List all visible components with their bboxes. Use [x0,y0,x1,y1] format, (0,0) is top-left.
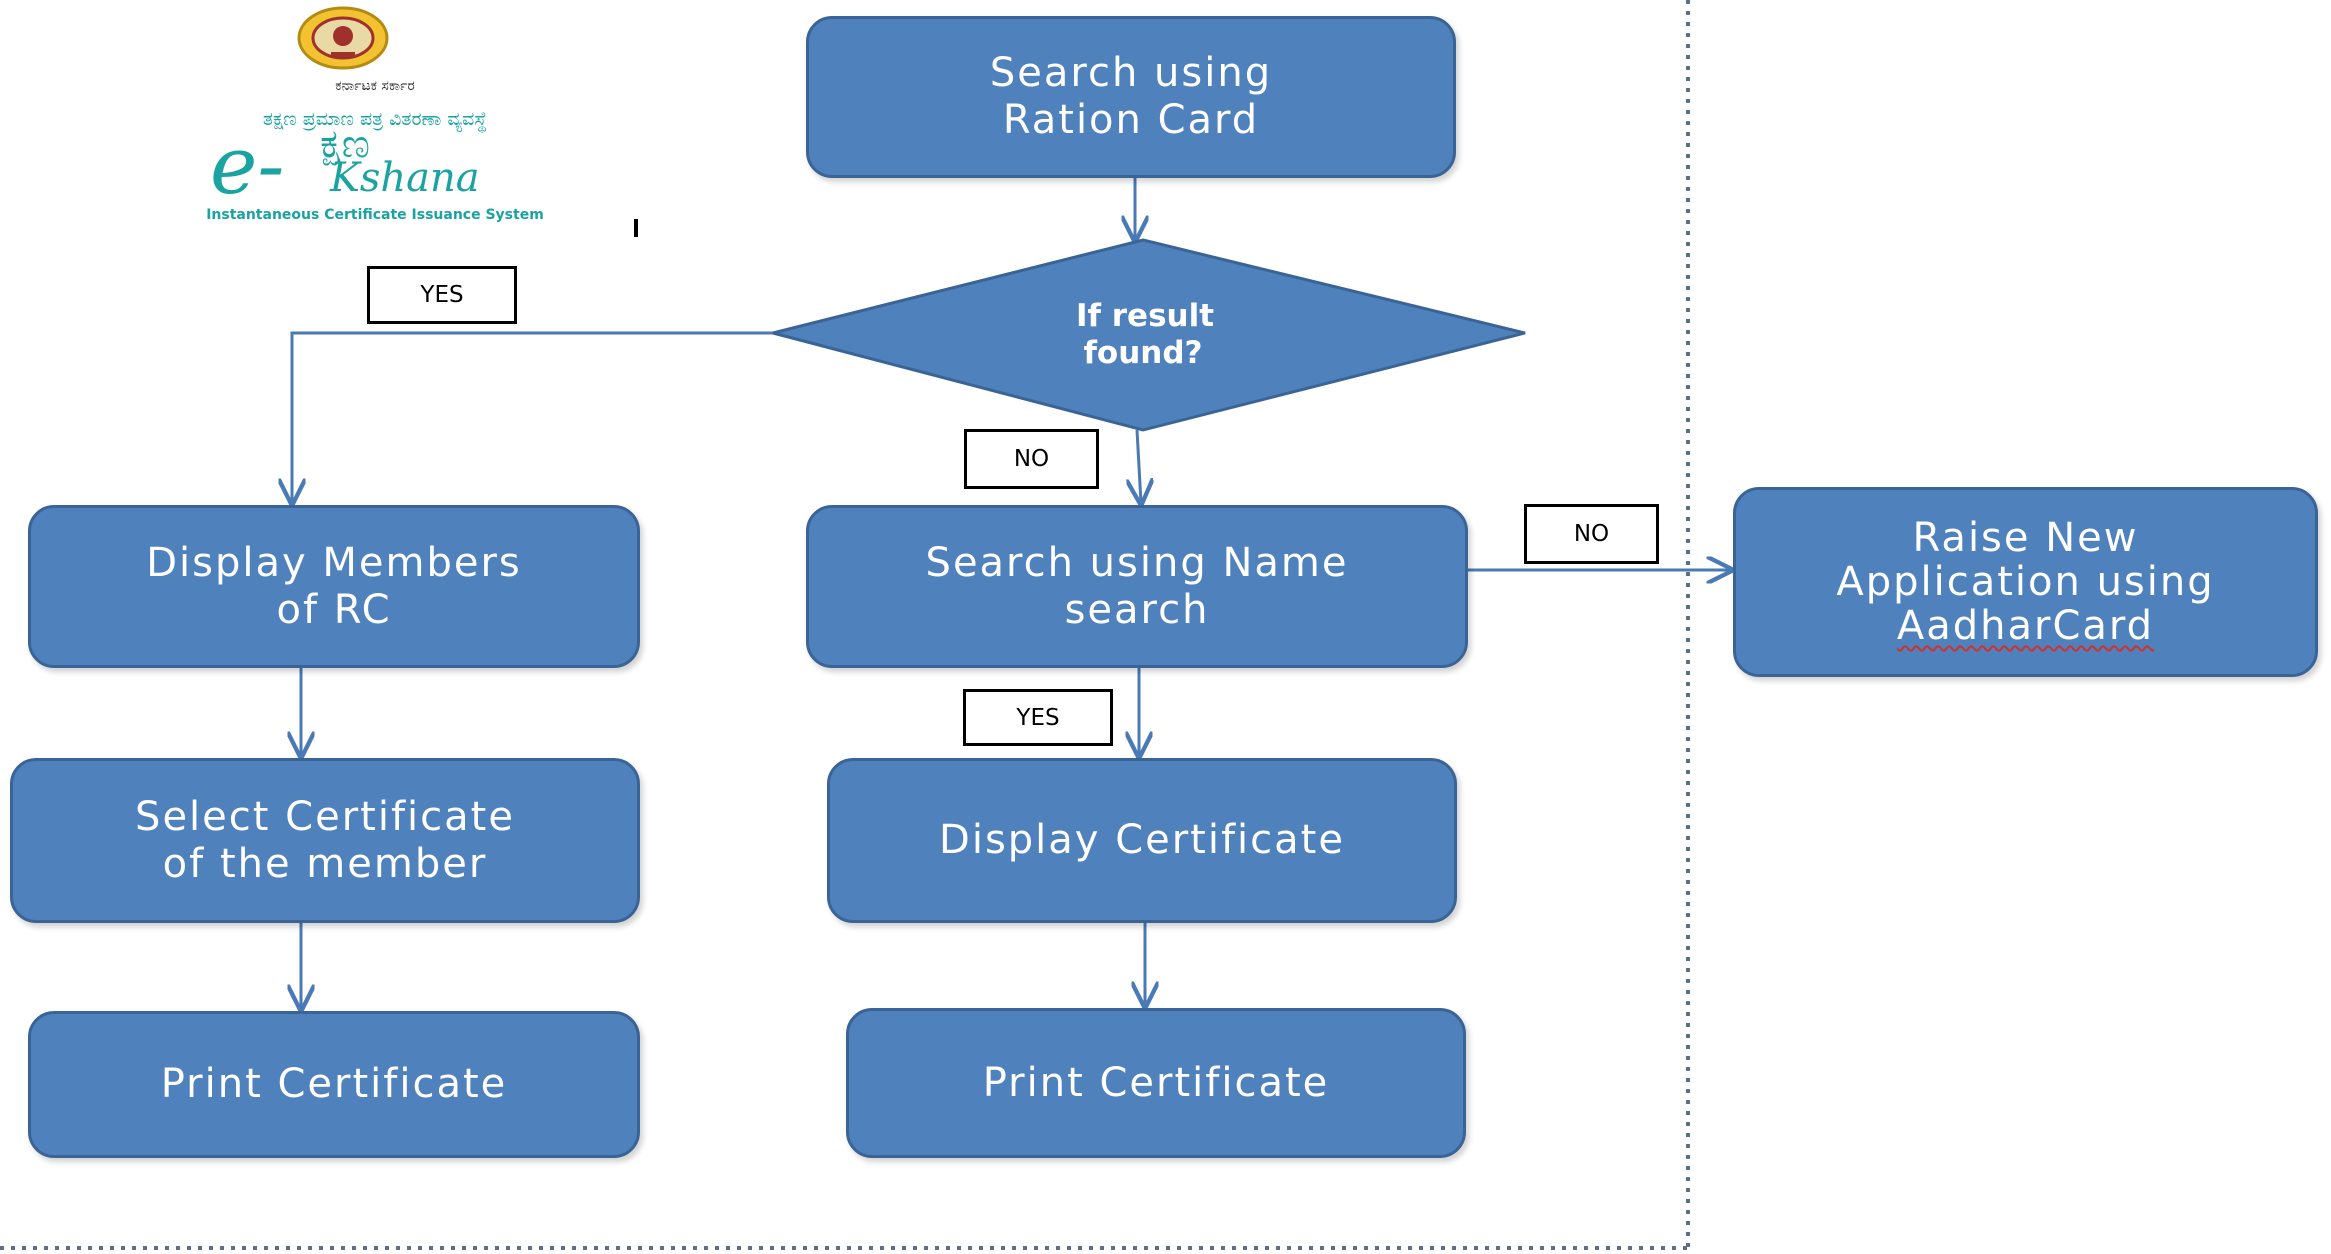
display-members-box: Display Members of RC [28,505,640,668]
print-certificate-right-label: Print Certificate [982,1059,1330,1106]
search-name-line2: search [1064,586,1210,633]
search-name-line1: Search using Name [925,539,1349,586]
select-certificate-box: Select Certificate of the member [10,758,640,923]
raise-application-line2: Application using [1836,559,2215,605]
e-kshana-logo: ಕರ್ನಾಟಕ ಸರ್ಕಾರ ತಕ್ಷಣ ಪ್ರಮಾಣ ಪತ್ರ ವಿತರಣಾ … [150,0,600,235]
search-name-box: Search using Name search [806,505,1468,668]
logo-mark-latin: Kshana [330,155,480,201]
print-certificate-left-label: Print Certificate [160,1061,508,1107]
logo-kannada-line-1: ಕರ್ನಾಟಕ ಸರ್ಕಾರ [335,78,415,94]
edge-label-no-right: NO [1524,504,1659,564]
display-certificate-label: Display Certificate [939,817,1345,863]
search-ration-card-line1: Search using [989,50,1273,96]
select-certificate-line2: of the member [162,840,488,887]
print-certificate-right-box: Print Certificate [846,1008,1466,1158]
search-ration-card-box: Search using Ration Card [806,16,1456,178]
raise-new-application-box: Raise New Application using AadharCard [1733,487,2318,677]
print-certificate-left-box: Print Certificate [28,1011,640,1158]
display-certificate-box: Display Certificate [827,758,1457,923]
logo-mark-kannada: ಕ್ಷಣ [320,121,371,167]
display-members-line2: of RC [276,586,392,633]
decision-diamond [772,238,1526,432]
government-emblem-icon [297,6,389,70]
text-cursor-mark [634,219,638,237]
decision-text-line2: found? [1083,335,1202,371]
connector-yes-to-display-members [292,331,773,503]
search-ration-card-line2: Ration Card [1002,97,1260,143]
edge-label-no-down: NO [964,429,1099,489]
decision-text-line1: If result [1076,298,1214,334]
connector-no-to-name-search [1137,429,1141,503]
raise-application-line3: AadharCard [1896,603,2155,649]
edge-label-yes-down: YES [963,689,1113,746]
display-members-line1: Display Members [146,539,522,586]
logo-kannada-line-2: ತಕ್ಷಣ ಪ್ರಮಾಣ ಪತ್ರ ವಿತರಣಾ ವ್ಯವಸ್ಥೆ [262,108,488,130]
select-certificate-line1: Select Certificate [135,793,515,840]
edge-label-yes-left: YES [367,266,517,324]
logo-mark-e: e- [210,119,285,212]
logo-tagline: Instantaneous Certificate Issuance Syste… [206,207,544,223]
raise-application-line1: Raise New [1912,515,2139,561]
